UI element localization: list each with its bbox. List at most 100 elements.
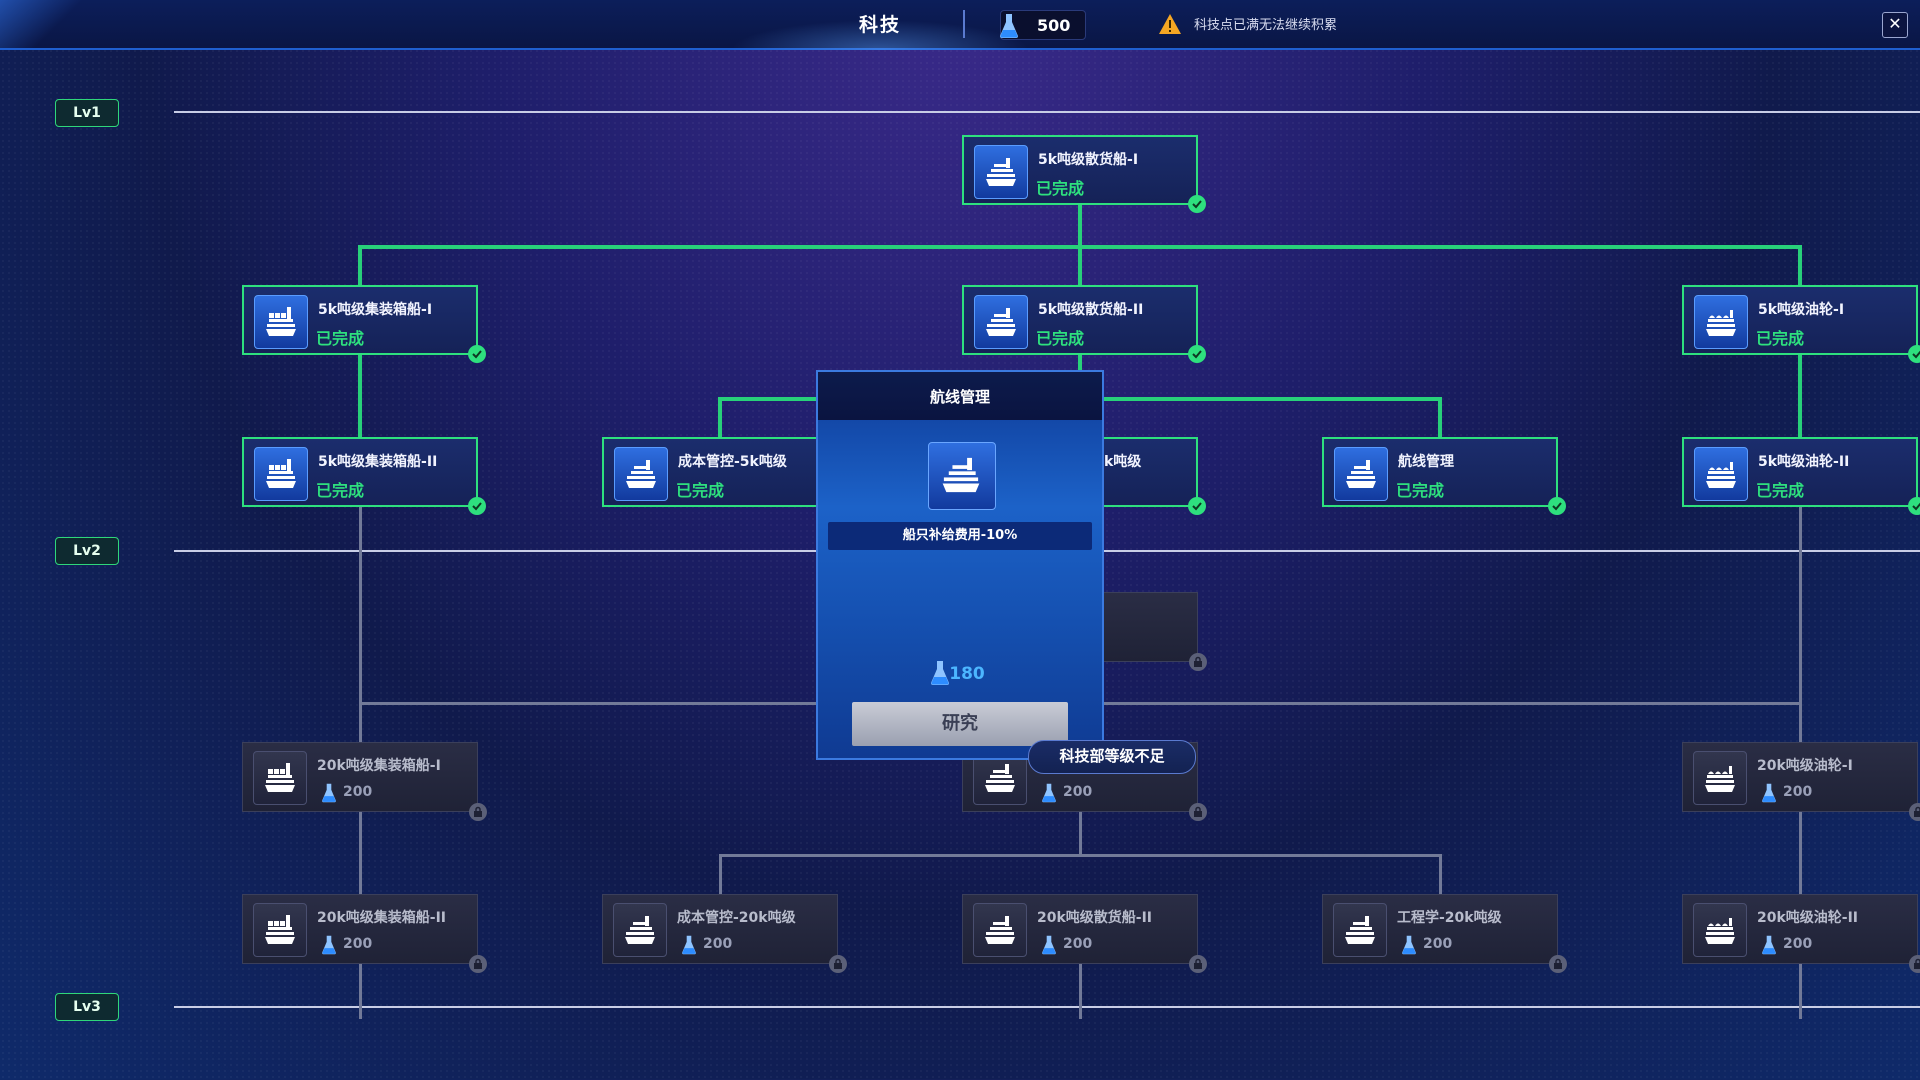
level-divider <box>174 111 1920 113</box>
tech-points-display: 500 <box>1000 10 1086 40</box>
lock-icon <box>1189 955 1207 973</box>
flask-icon <box>999 13 1019 39</box>
tech-node-name: 工程学-20k吨级 <box>1397 910 1502 926</box>
tech-node-status: 已完成 <box>676 481 725 500</box>
flask-icon <box>1761 935 1777 955</box>
tech-node-cost: 200 <box>343 784 373 800</box>
check-icon <box>1548 497 1566 515</box>
container-ship-icon <box>253 751 307 805</box>
tree-connector <box>719 854 722 894</box>
lock-icon <box>1189 803 1207 821</box>
tech-node-bulk-ship-5k-1[interactable]: 5k吨级散货船-I 已完成 <box>962 135 1206 213</box>
tree-connector <box>359 507 362 742</box>
container-ship-icon <box>254 295 308 349</box>
tech-node-container-ship-20k-2[interactable]: 20k吨级集装箱船-II 200 <box>242 894 487 973</box>
tech-node-cost-control-20k[interactable]: 成本管控-20k吨级 200 <box>602 894 847 973</box>
research-button[interactable]: 研究 <box>852 702 1068 746</box>
header-separator <box>963 10 965 38</box>
lock-icon <box>1189 653 1207 671</box>
corner-decoration <box>0 0 90 48</box>
tech-node-name: 20k吨级集装箱船-I <box>317 758 441 774</box>
tech-node-bulk-ship-5k-2[interactable]: 5k吨级散货船-II 已完成 <box>962 285 1206 363</box>
check-icon <box>1908 345 1920 363</box>
tech-node-status: 已完成 <box>316 329 365 348</box>
tree-connector <box>359 812 362 894</box>
lock-icon <box>469 803 487 821</box>
tech-node-cost: 200 <box>1423 936 1453 952</box>
tech-node-name: 成本管控-5k吨级 <box>678 454 787 470</box>
flask-icon <box>1041 935 1057 955</box>
tech-node-status: 已完成 <box>316 481 365 500</box>
tree-connector <box>1799 964 1802 1019</box>
tech-node-tanker-5k-1[interactable]: 5k吨级油轮-I 已完成 <box>1682 285 1920 363</box>
tech-node-engineering-20k[interactable]: 工程学-20k吨级 200 <box>1322 894 1567 973</box>
tech-node-name: 航线管理 <box>1398 454 1454 470</box>
tree-connector <box>1798 245 1802 285</box>
tree-connector <box>1439 854 1442 894</box>
tech-node-cost: 200 <box>343 936 373 952</box>
tree-connector <box>1798 355 1802 437</box>
warning-message: 科技点已满无法继续积累 <box>1194 18 1338 33</box>
tech-node-tanker-20k-2[interactable]: 20k吨级油轮-II 200 <box>1682 894 1920 973</box>
tech-node-name: 20k吨级集装箱船-II <box>317 910 447 926</box>
tanker-icon <box>1693 903 1747 957</box>
check-icon <box>468 497 486 515</box>
tech-node-bulk-ship-20k-2[interactable]: 20k吨级散货船-II 200 <box>962 894 1207 973</box>
bulk-ship-icon <box>973 751 1027 805</box>
requirement-tooltip: 科技部等级不足 <box>1028 740 1196 774</box>
check-icon <box>1908 497 1920 515</box>
tech-node-status: 已完成 <box>1036 329 1085 348</box>
tech-node-cost: 200 <box>1783 936 1813 952</box>
lock-icon <box>829 955 847 973</box>
tech-node-container-ship-20k-1[interactable]: 20k吨级集装箱船-I 200 <box>242 742 487 821</box>
tanker-icon <box>1694 447 1748 501</box>
tree-connector <box>1799 812 1802 894</box>
bulk-ship-icon <box>974 295 1028 349</box>
top-bar: 科技 500 科技点已满无法继续积累 ✕ <box>0 0 1920 50</box>
flask-icon <box>321 935 337 955</box>
tech-node-name: 20k吨级油轮-II <box>1757 910 1859 926</box>
tech-points-value: 500 <box>1037 16 1071 35</box>
tech-node-status: 已完成 <box>1036 179 1085 198</box>
tree-connector <box>358 245 362 285</box>
tech-node-cost: 200 <box>1063 784 1093 800</box>
page-title: 科技 <box>858 14 901 36</box>
tech-node-tanker-20k-1[interactable]: 20k吨级油轮-I 200 <box>1682 742 1920 821</box>
lock-icon <box>469 955 487 973</box>
tech-node-cost: 200 <box>1063 936 1093 952</box>
lock-icon <box>1909 955 1920 973</box>
tech-node-container-ship-5k-2[interactable]: 5k吨级集装箱船-II 已完成 <box>242 437 486 515</box>
tree-connector <box>359 964 362 1019</box>
popup-header <box>818 372 1102 420</box>
tree-connector <box>1799 507 1802 742</box>
title-glow <box>730 20 1030 50</box>
level-label-lv2: Lv2 <box>55 537 119 565</box>
tanker-icon <box>1694 295 1748 349</box>
lock-icon <box>1909 803 1920 821</box>
close-button[interactable]: ✕ <box>1882 12 1908 38</box>
level-label-lv1: Lv1 <box>55 99 119 127</box>
tech-node-name: 5k吨级散货船-I <box>1038 152 1139 168</box>
bulk-ship-icon <box>1334 447 1388 501</box>
tech-node-route-management[interactable]: 航线管理 已完成 <box>1322 437 1566 515</box>
tech-node-name: 20k吨级散货船-II <box>1037 910 1153 926</box>
tree-connector <box>358 355 362 437</box>
container-ship-icon <box>253 903 307 957</box>
container-ship-icon <box>254 447 308 501</box>
flask-icon <box>321 783 337 803</box>
tree-connector <box>1079 964 1082 1019</box>
tech-node-container-ship-5k-1[interactable]: 5k吨级集装箱船-I 已完成 <box>242 285 486 363</box>
tech-node-name: 5k吨级油轮-I <box>1758 302 1845 318</box>
warning-icon <box>1159 14 1181 34</box>
tanker-icon <box>1693 751 1747 805</box>
popup-title: 航线管理 <box>929 388 990 406</box>
popup-effect: 船只补给费用-10% <box>828 522 1092 550</box>
bulk-ship-icon <box>1333 903 1387 957</box>
tech-node-status: 已完成 <box>1756 481 1805 500</box>
tech-node-cost-control-5k[interactable]: 成本管控-5k吨级 已完成 <box>602 437 846 515</box>
tech-node-tanker-5k-2[interactable]: 5k吨级油轮-II 已完成 <box>1682 437 1920 515</box>
tree-connector <box>718 397 722 437</box>
bulk-ship-icon <box>614 447 668 501</box>
tech-node-name: 成本管控-20k吨级 <box>677 910 796 926</box>
bulk-ship-icon <box>974 145 1028 199</box>
